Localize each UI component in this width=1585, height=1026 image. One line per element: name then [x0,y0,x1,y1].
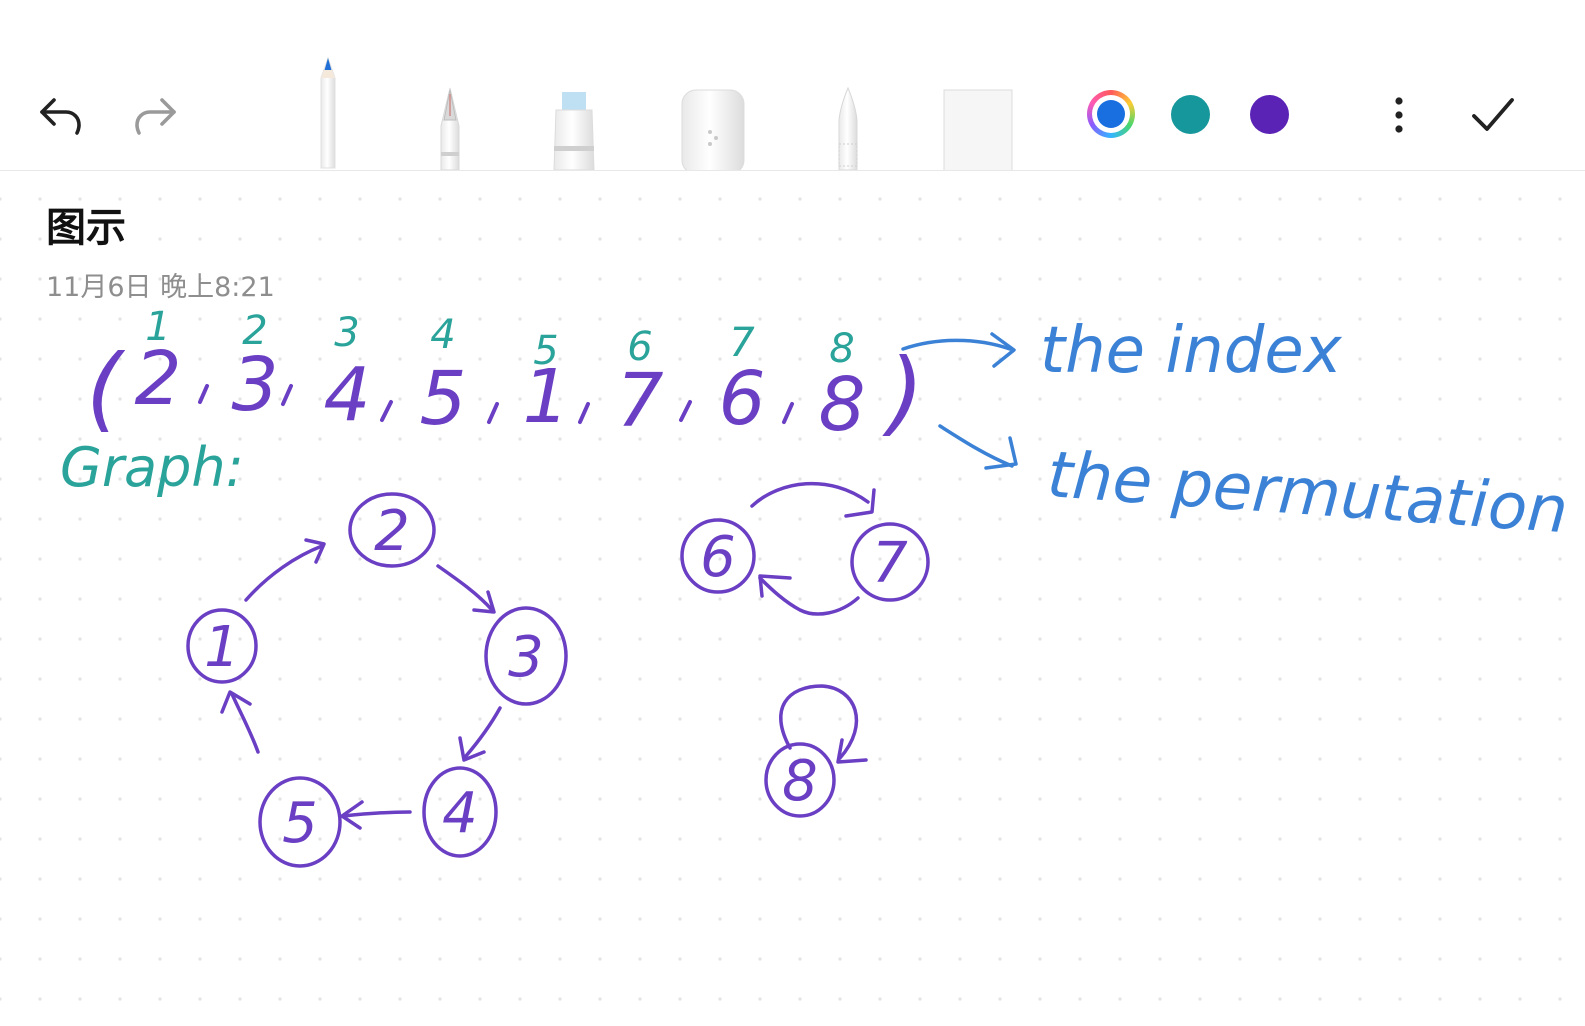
graph-nodes: 1 2 3 4 5 6 7 8 [186,492,930,868]
permutation-value: 8 [818,362,865,448]
node-label: 6 [700,525,736,590]
permutation-value: 6 [718,356,765,442]
permutation-value: 7 [616,358,663,444]
graph-node: 5 [258,776,342,868]
more-options-button[interactable] [1384,94,1414,136]
node-label: 2 [374,499,410,564]
node-circle [422,766,498,858]
color-swatch-teal[interactable] [1171,95,1210,134]
pencil-icon [320,56,336,169]
undo-arrow-icon [40,98,81,135]
graph-node: 7 [850,522,930,602]
node-label: 5 [282,791,318,856]
graph-node: 3 [484,606,568,706]
selected-color-dot [1092,95,1130,133]
graph-node: 8 [764,742,836,818]
fountain-pen-tool[interactable] [430,86,470,171]
node-circle [348,492,436,568]
permutation-commas [198,384,794,424]
ruler-icon [943,89,1013,175]
drawing-canvas[interactable]: 图示 11月6日 晚上8:21 [0,171,1585,1026]
close-paren: ) [882,339,924,446]
note-date: 11月6日 晚上8:21 [46,272,275,303]
fountain-pen-icon [440,87,460,171]
graph-node: 1 [186,608,258,684]
index-number: 8 [829,326,854,372]
color-swatch-selected[interactable] [1087,90,1135,138]
index-number: 1 [145,304,170,350]
highlighter-tool[interactable] [546,88,602,171]
color-swatch-purple[interactable] [1250,95,1289,134]
node-label: 3 [508,625,544,690]
index-number: 7 [729,320,755,366]
graph-label: Graph: [60,436,244,499]
index-number: 2 [242,308,267,354]
permutation-value: 2 [134,336,181,422]
node-label: 7 [872,531,908,596]
index-number: 6 [627,324,652,370]
index-number: 4 [430,312,455,358]
label-the-permutation: the permutation [1045,438,1570,548]
node-label: 1 [204,615,240,680]
note-title[interactable]: 图示 [46,205,126,251]
redo-arrow-icon [135,98,176,135]
permutation-value: 3 [231,342,278,428]
node-circle [680,518,756,594]
pencil-tool[interactable] [308,56,348,170]
node-circle [764,742,836,818]
toolbar [0,0,1585,175]
node-label: 4 [442,781,478,846]
graph-node: 6 [680,518,756,594]
brush-pen-tool[interactable] [828,86,868,171]
graph-node: 4 [422,766,498,858]
graph-node: 2 [348,492,436,568]
label-the-index: the index [1040,314,1343,388]
ruler-tool[interactable] [942,88,1014,175]
permutation-value: 4 [323,352,370,438]
node-circle [850,522,930,602]
redo-button[interactable] [130,92,180,138]
node-circle [258,776,342,868]
highlighter-icon [553,92,595,171]
node-label: 8 [782,749,818,814]
more-vertical-icon [1395,97,1403,133]
index-numbers: 1 2 3 4 5 6 7 8 [145,304,854,374]
permutation-value: 5 [419,356,466,442]
permutation-value: 1 [522,354,569,440]
index-number: 5 [533,328,558,374]
node-circle [186,608,258,684]
index-number: 3 [334,310,359,356]
checkmark-icon [1472,98,1514,131]
node-circle [484,606,568,706]
done-button[interactable] [1468,92,1518,138]
arrow-to-permutation [938,424,1014,468]
undo-button[interactable] [36,92,86,138]
label-arrows [901,332,1018,470]
graph-edges [220,481,876,830]
open-paren: ( [86,335,126,442]
arrow-to-index [901,338,1012,351]
